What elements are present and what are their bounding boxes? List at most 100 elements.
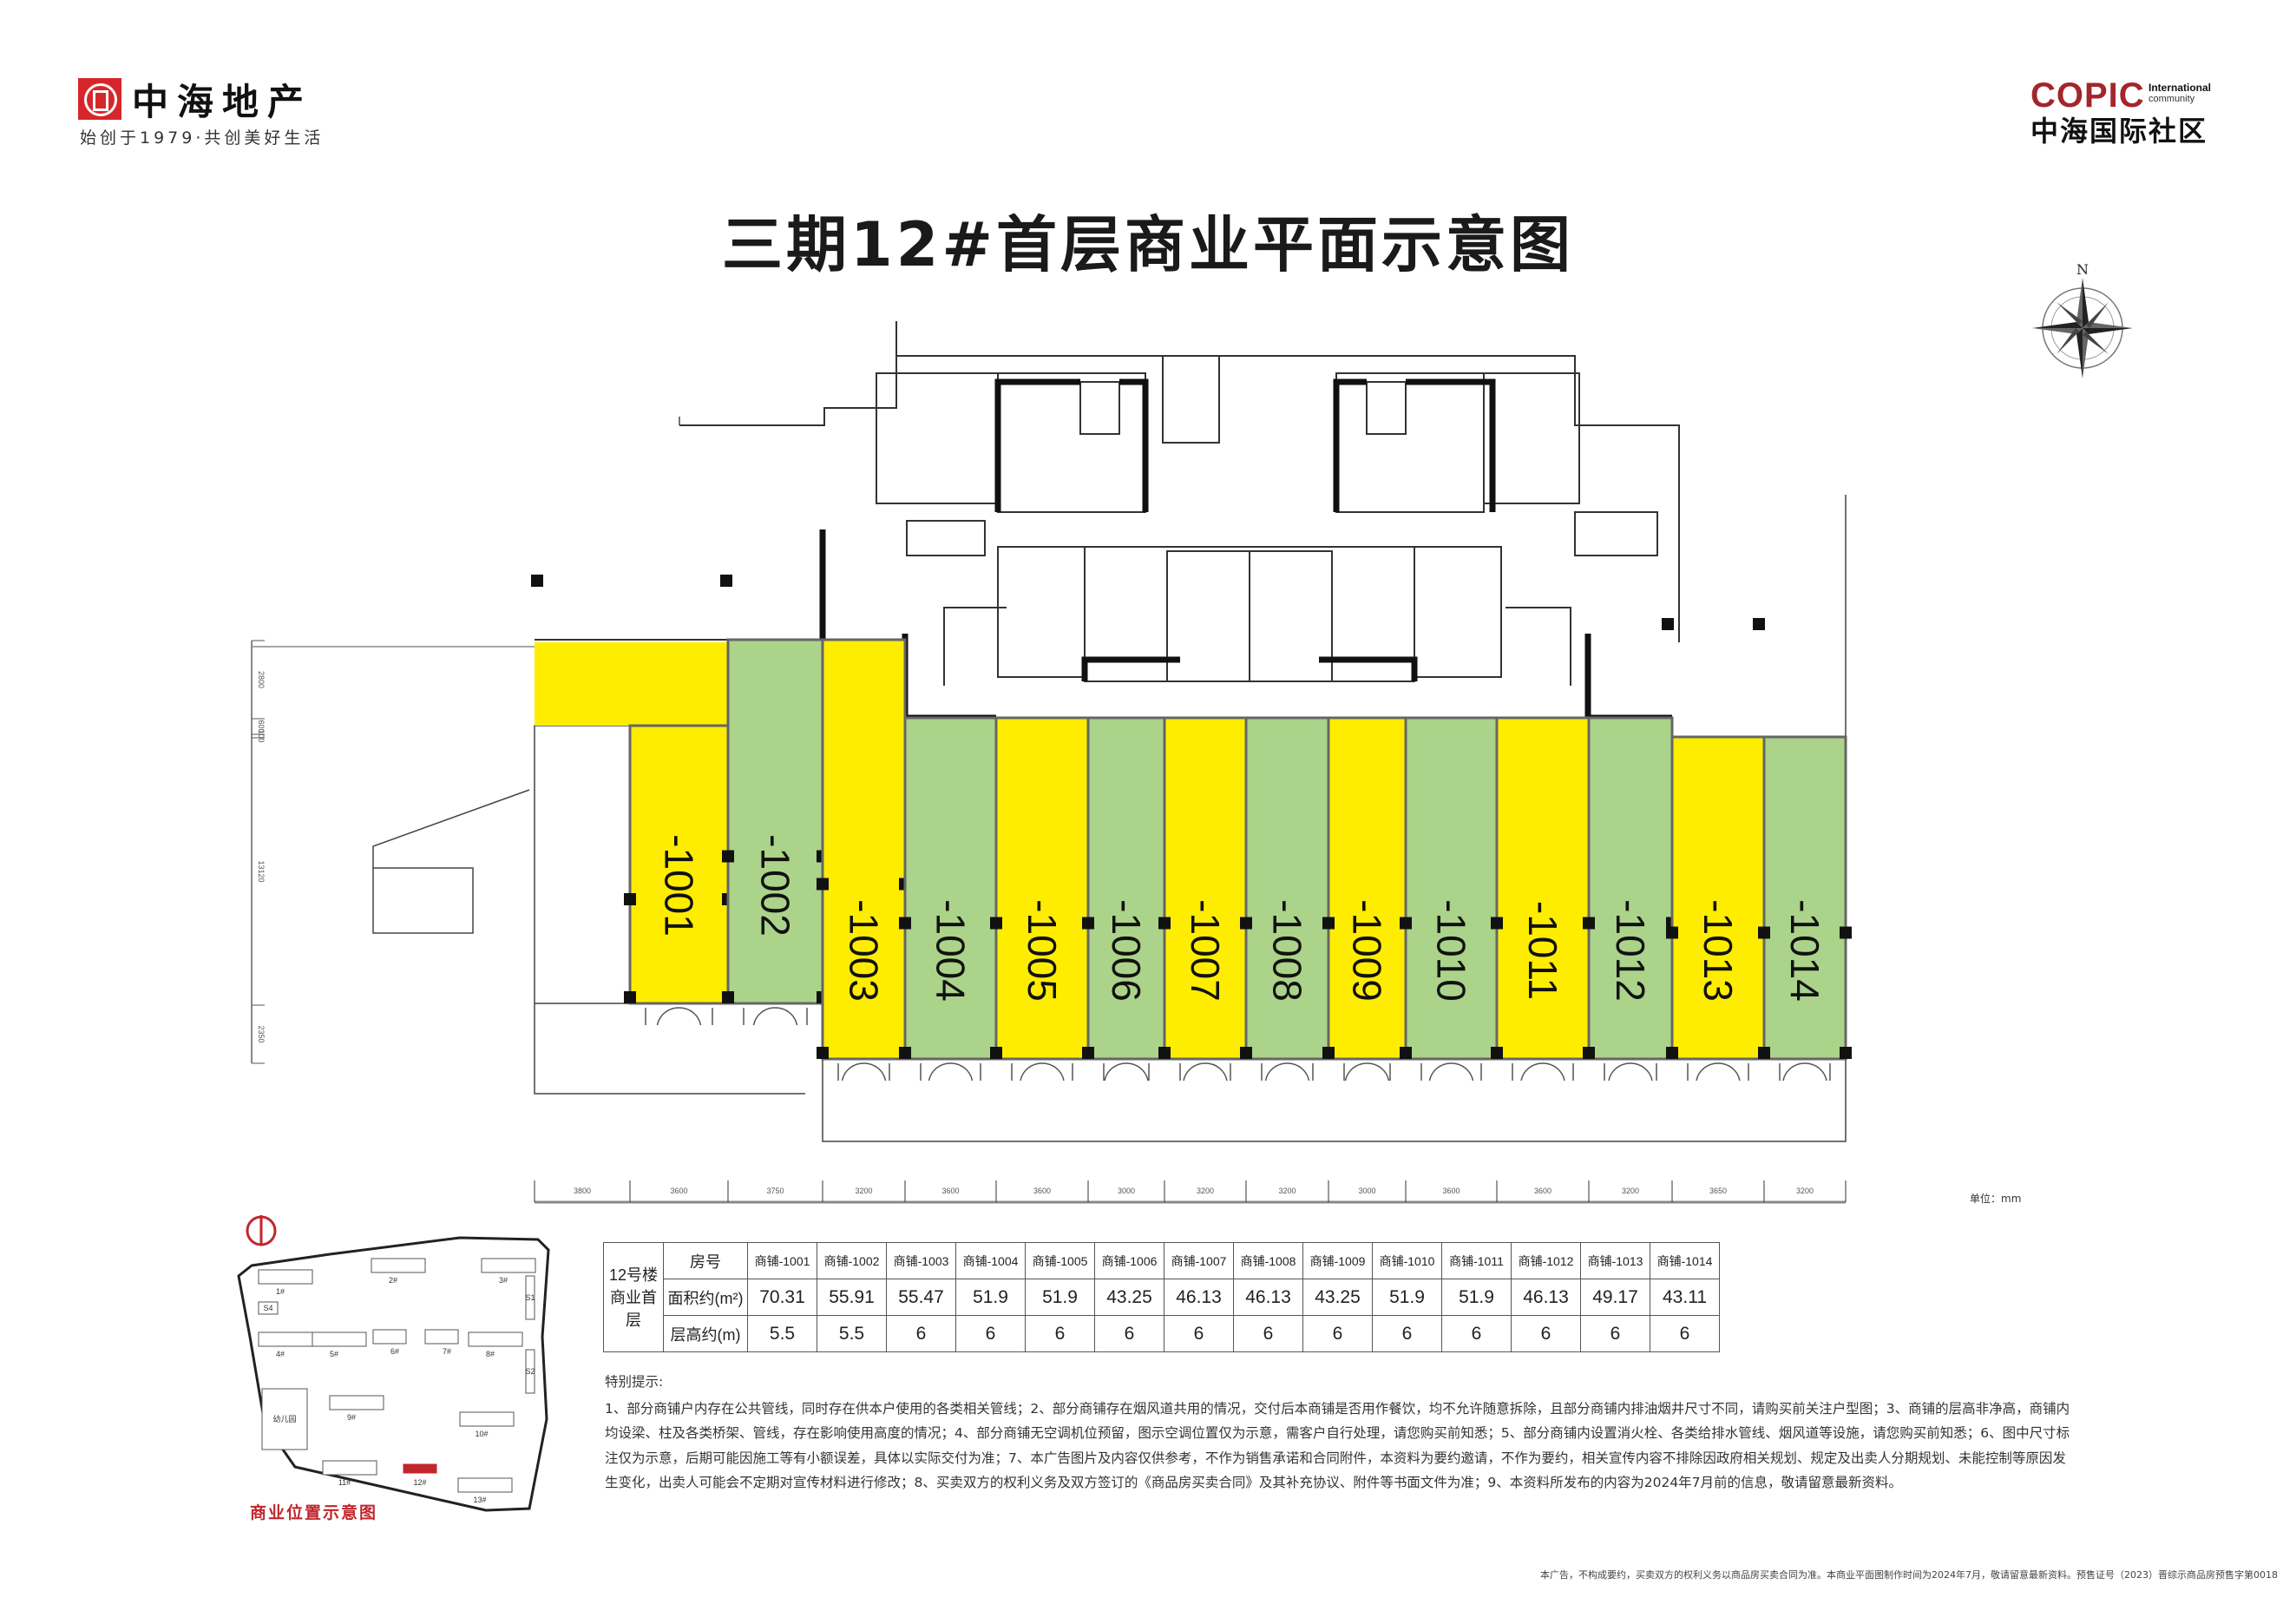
column (899, 917, 911, 930)
shop-id-cell: 商铺-1002 (817, 1242, 887, 1279)
shop-id-cell: 商铺-1014 (1650, 1242, 1720, 1279)
dimension-label: 3200 (1796, 1187, 1814, 1195)
shop-unit[interactable]: -1012 (1583, 716, 1678, 1082)
shop-unit[interactable]: -1004 (899, 716, 1002, 1082)
shop-unit[interactable]: -1013 (1666, 735, 1770, 1082)
site-facility-label: S4 (263, 1304, 272, 1312)
shop-id-cell: 商铺-1004 (955, 1242, 1026, 1279)
area-cell: 51.9 (955, 1279, 1026, 1316)
area-cell: 46.13 (1511, 1279, 1581, 1316)
site-building (329, 1395, 384, 1410)
dimension-label: 3600 (670, 1187, 687, 1195)
shop-id-cell: 商铺-1012 (1511, 1242, 1581, 1279)
door-icon (1261, 1062, 1314, 1082)
area-cell: 49.17 (1580, 1279, 1650, 1316)
site-building-label: 12# (413, 1478, 426, 1487)
dimension-label: 3750 (766, 1187, 784, 1195)
shop-id-cell: 商铺-1013 (1580, 1242, 1650, 1279)
column (1158, 1047, 1171, 1059)
site-building-label: 8# (486, 1350, 495, 1358)
column (1491, 1047, 1503, 1059)
column (1400, 917, 1412, 930)
shop-unit[interactable]: -1010 (1400, 716, 1503, 1082)
site-building (468, 1331, 523, 1347)
dimension-label: 3600 (1442, 1187, 1460, 1195)
site-building (258, 1331, 313, 1347)
site-building-label: 11# (338, 1478, 351, 1487)
site-building (403, 1463, 437, 1474)
area-cell: 55.91 (817, 1279, 887, 1316)
column (990, 917, 1002, 930)
column (1082, 917, 1094, 930)
dimension-label: 3200 (1278, 1187, 1296, 1195)
unit-note: 单位：mm (1970, 1193, 2022, 1205)
columns (531, 575, 1765, 630)
area-cell: 51.9 (1372, 1279, 1442, 1316)
copic-sub-community: community (2148, 94, 2195, 104)
site-building-label: 4# (276, 1350, 285, 1358)
shop-unit[interactable]: -1006 (1082, 716, 1171, 1082)
site-facility (525, 1275, 535, 1320)
shop-unit[interactable]: -1008 (1240, 716, 1335, 1082)
door-icon (1512, 1062, 1574, 1082)
unit-label: -1010 (1429, 899, 1474, 1002)
site-building-label: 9# (347, 1413, 356, 1422)
column (1666, 926, 1678, 939)
column (1758, 926, 1770, 939)
shop-id-cell: 商铺-1006 (1094, 1242, 1164, 1279)
site-building (322, 1460, 377, 1476)
height-cell: 6 (886, 1315, 956, 1352)
area-cell: 70.31 (747, 1279, 817, 1316)
dimension-label: 3800 (574, 1187, 591, 1195)
dimension-label: 3600 (941, 1187, 959, 1195)
shop-id-cell: 商铺-1001 (747, 1242, 817, 1279)
unit-label: -1005 (1020, 899, 1065, 1002)
column (817, 878, 829, 891)
structural-walls (819, 378, 1672, 721)
shop-unit[interactable]: -1014 (1758, 735, 1852, 1082)
row-header-area: 面积约(m²) (663, 1279, 748, 1316)
dimension-label: 100 (257, 729, 266, 742)
site-map-title: 商业位置示意图 (250, 1503, 378, 1522)
column (1082, 1047, 1094, 1059)
group-label: 12号楼商业首层 (603, 1242, 664, 1352)
unit-label: -1001 (657, 834, 702, 937)
site-building-label: 7# (443, 1347, 451, 1356)
copic-sub-international: International (2148, 82, 2212, 94)
shop-id-cell: 商铺-1011 (1441, 1242, 1512, 1279)
height-cell: 6 (1302, 1315, 1373, 1352)
site-building-label: 6# (390, 1347, 399, 1356)
shop-unit[interactable]: -1011 (1491, 716, 1595, 1082)
height-cell: 6 (1025, 1315, 1095, 1352)
dimension-label: 2800 (257, 671, 266, 688)
column (722, 991, 734, 1003)
unit-label: -1007 (1183, 899, 1228, 1002)
site-building-label: 3# (499, 1276, 508, 1285)
site-building (481, 1258, 536, 1273)
dimension-label: 3000 (1118, 1187, 1135, 1195)
column (990, 1047, 1002, 1059)
brand-name: 中海地产 (132, 81, 313, 123)
column (1240, 917, 1252, 930)
door-icon (1687, 1062, 1749, 1082)
door-icon (645, 1007, 713, 1026)
shop-unit[interactable]: -1003 (817, 638, 911, 1082)
compass-icon: N (2032, 261, 2133, 378)
shop-unit[interactable]: -1001 (624, 724, 734, 1026)
site-facility (525, 1349, 535, 1394)
door-icon (743, 1007, 808, 1026)
shop-unit[interactable]: -1005 (990, 716, 1094, 1082)
row-header-height: 层高约(m) (663, 1315, 748, 1352)
site-building (258, 1269, 313, 1285)
area-cell: 55.47 (886, 1279, 956, 1316)
shop-unit[interactable]: -1009 (1322, 716, 1412, 1082)
site-facility (261, 1388, 308, 1450)
shop-unit[interactable]: -1007 (1158, 716, 1252, 1082)
door-icon (1779, 1062, 1831, 1082)
area-cell: 43.25 (1094, 1279, 1164, 1316)
site-building (457, 1477, 513, 1493)
shop-unit[interactable]: -1002 (722, 638, 829, 1026)
